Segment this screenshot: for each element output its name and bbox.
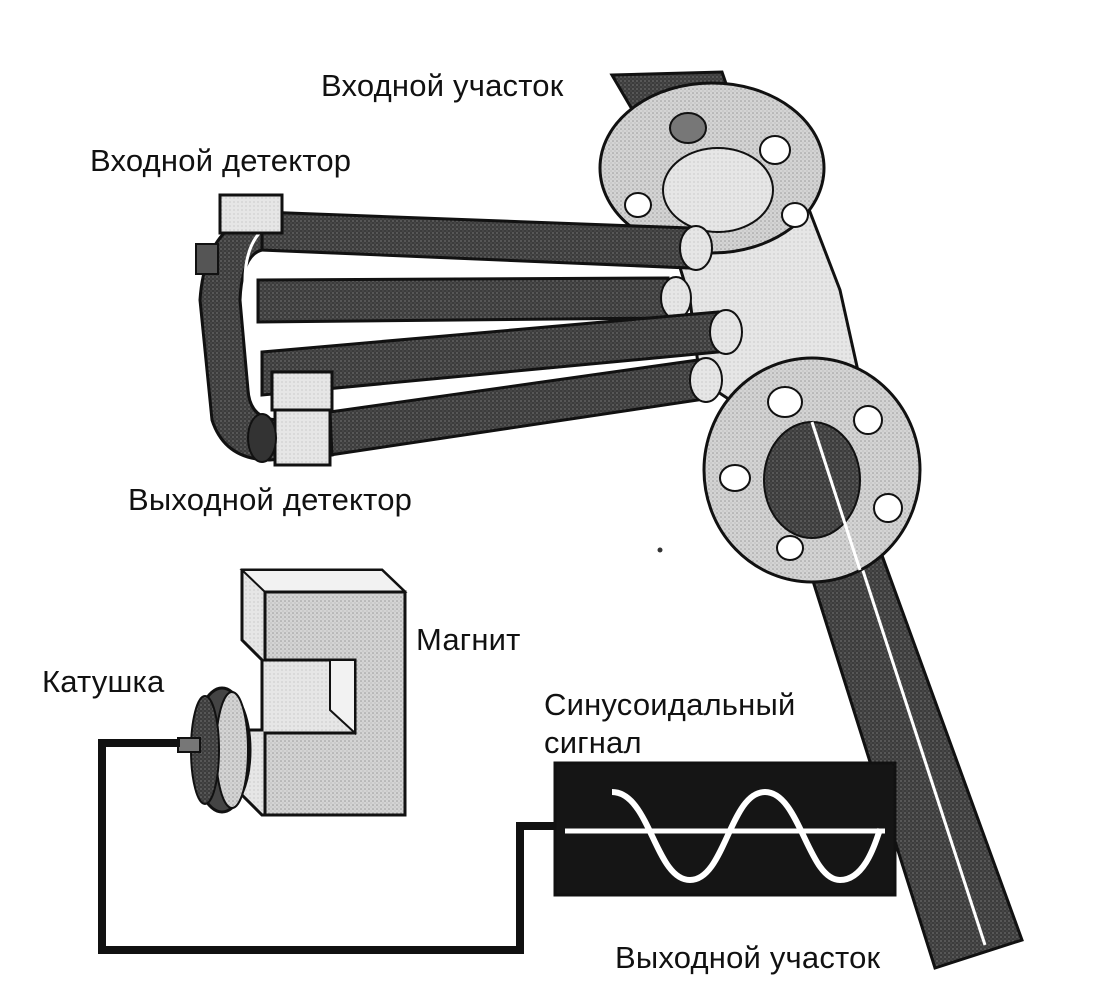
flange-bolt-hole <box>669 112 707 144</box>
label-inlet-detector: Входной детектор <box>90 143 352 178</box>
outlet-flange <box>702 356 922 584</box>
measuring-tubes <box>198 210 743 462</box>
flange-bolt-hole <box>719 464 751 492</box>
label-sine-signal-line2: сигнал <box>544 725 642 760</box>
measuring-tube <box>256 276 670 324</box>
outlet-detector-body <box>247 370 334 467</box>
label-inlet-section: Входной участок <box>321 68 564 103</box>
label-coil: Катушка <box>42 664 165 699</box>
label-outlet-section: Выходной участок <box>615 940 881 975</box>
flange-bolt-hole <box>853 405 883 435</box>
flange-bolt-hole <box>759 135 791 165</box>
signal-wire <box>98 739 558 954</box>
magnet-body <box>239 568 408 817</box>
label-magnet: Магнит <box>416 622 521 657</box>
flange-bolt-hole <box>873 493 903 523</box>
coil-body <box>177 686 252 814</box>
flange-bolt-hole <box>776 535 804 561</box>
inlet-detector-body <box>195 193 284 275</box>
oscilloscope <box>553 761 897 897</box>
flange-bolt-hole <box>781 202 809 228</box>
label-outlet-detector: Выходной детектор <box>128 482 413 517</box>
flange-bolt-hole <box>624 192 652 218</box>
sine-wave <box>611 788 883 884</box>
flange-bolt-hole <box>767 386 803 418</box>
label-sine-signal-line1: Синусоидальный <box>544 687 796 722</box>
